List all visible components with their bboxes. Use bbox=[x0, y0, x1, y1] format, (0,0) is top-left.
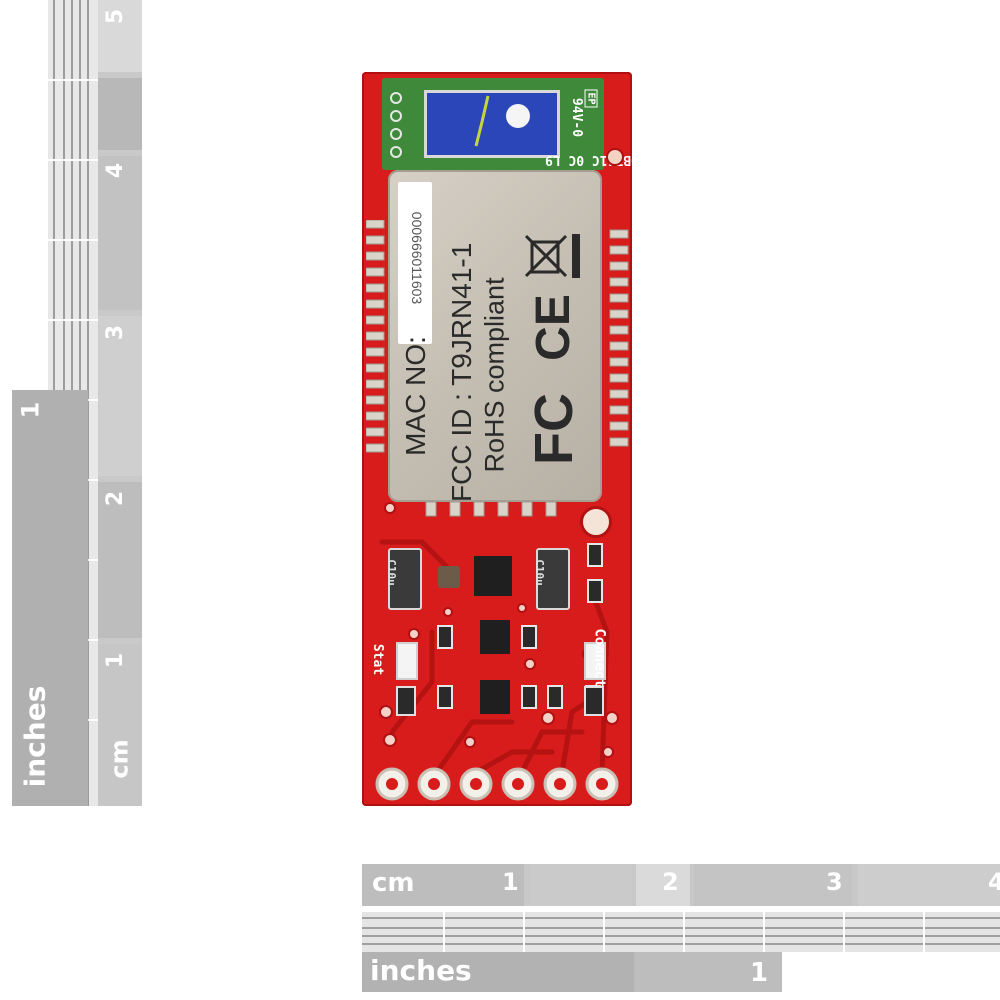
tantalum-capacitor bbox=[536, 548, 570, 610]
status-led bbox=[396, 642, 418, 680]
left-ruler-cm-block bbox=[98, 156, 142, 310]
antenna-component bbox=[424, 90, 560, 158]
small-component bbox=[438, 566, 460, 588]
left-ruler-cm-block bbox=[98, 316, 142, 476]
capacitor-label: C10u bbox=[384, 559, 398, 586]
left-ruler-cm-block bbox=[98, 482, 142, 638]
left-ruler-cm-number: 3 bbox=[103, 324, 129, 341]
bottom-ruler-inch-number: 1 bbox=[750, 958, 769, 988]
bottom-ruler-cm-block bbox=[530, 864, 632, 906]
connect-led bbox=[584, 642, 606, 680]
left-ruler-cm-unit: cm bbox=[105, 739, 134, 779]
bottom-ruler-inch-strip-light bbox=[634, 952, 782, 992]
left-ruler-inch-number: 1 bbox=[16, 401, 45, 419]
bottom-ruler-ticks bbox=[362, 912, 1000, 952]
left-ruler-cm-number: 5 bbox=[103, 8, 129, 25]
bottom-ruler-cm-number: 2 bbox=[662, 868, 679, 896]
smd-resistors bbox=[587, 543, 603, 603]
rohs-label: RoHS compliant bbox=[479, 277, 510, 473]
mounting-hole bbox=[580, 506, 612, 538]
header-pins bbox=[375, 767, 619, 801]
left-ruler-inch-unit: inches bbox=[18, 685, 52, 788]
bottom-ruler-cm-block bbox=[858, 864, 1000, 906]
left-ruler-cm-block bbox=[98, 644, 142, 806]
bottom-ruler-cm-number: 1 bbox=[502, 868, 519, 896]
tantalum-capacitor bbox=[388, 548, 422, 610]
left-ruler-cm-number: 1 bbox=[103, 652, 129, 669]
weee-bin-icon bbox=[524, 234, 580, 278]
mounting-hole bbox=[606, 148, 624, 166]
bottom-ruler-cm-number: 4 bbox=[988, 868, 1000, 896]
stat-label: Stat bbox=[370, 643, 386, 676]
left-ruler-cm-block bbox=[98, 0, 142, 72]
bottom-ruler-cm-block bbox=[362, 864, 524, 906]
resistor bbox=[584, 686, 604, 716]
transistor bbox=[480, 620, 510, 654]
fcc-mark-icon: FC bbox=[523, 393, 584, 465]
voltage-regulator bbox=[474, 556, 512, 596]
antenna-dot bbox=[506, 104, 530, 128]
left-ruler-cm-number: 2 bbox=[103, 490, 129, 507]
antenna-board-pads bbox=[390, 92, 402, 158]
antenna-board-logo: EP bbox=[584, 89, 598, 108]
left-ruler-cm-block bbox=[98, 78, 142, 150]
bottom-ruler-inch-unit: inches bbox=[370, 954, 472, 987]
connect-label: Connect bbox=[591, 628, 608, 688]
antenna-board-code: 1B 0BT41C 0C L9 bbox=[545, 152, 663, 167]
mac-no-label: MAC NO: bbox=[400, 336, 431, 456]
capacitor-label: C10u bbox=[532, 559, 546, 586]
bottom-ruler-cm-block bbox=[694, 864, 852, 906]
bottom-ruler-cm-unit: cm bbox=[372, 868, 415, 898]
mac-sticker bbox=[398, 182, 432, 344]
fcc-id-label: FCC ID : T9JRN41-1 bbox=[446, 242, 477, 502]
resistor bbox=[396, 686, 416, 716]
antenna-wire bbox=[474, 95, 490, 147]
bottom-ruler-cm-block bbox=[636, 864, 690, 906]
ce-mark-icon: CE bbox=[526, 294, 580, 361]
transistor bbox=[480, 680, 510, 714]
left-ruler-cm-number: 4 bbox=[103, 162, 129, 179]
module-pins bbox=[366, 220, 629, 517]
bottom-ruler-cm-number: 3 bbox=[826, 868, 843, 896]
smd-resistors bbox=[437, 625, 601, 709]
left-ruler-inch-strip bbox=[12, 390, 88, 806]
antenna-board-rating: 94V-0 bbox=[569, 97, 585, 138]
